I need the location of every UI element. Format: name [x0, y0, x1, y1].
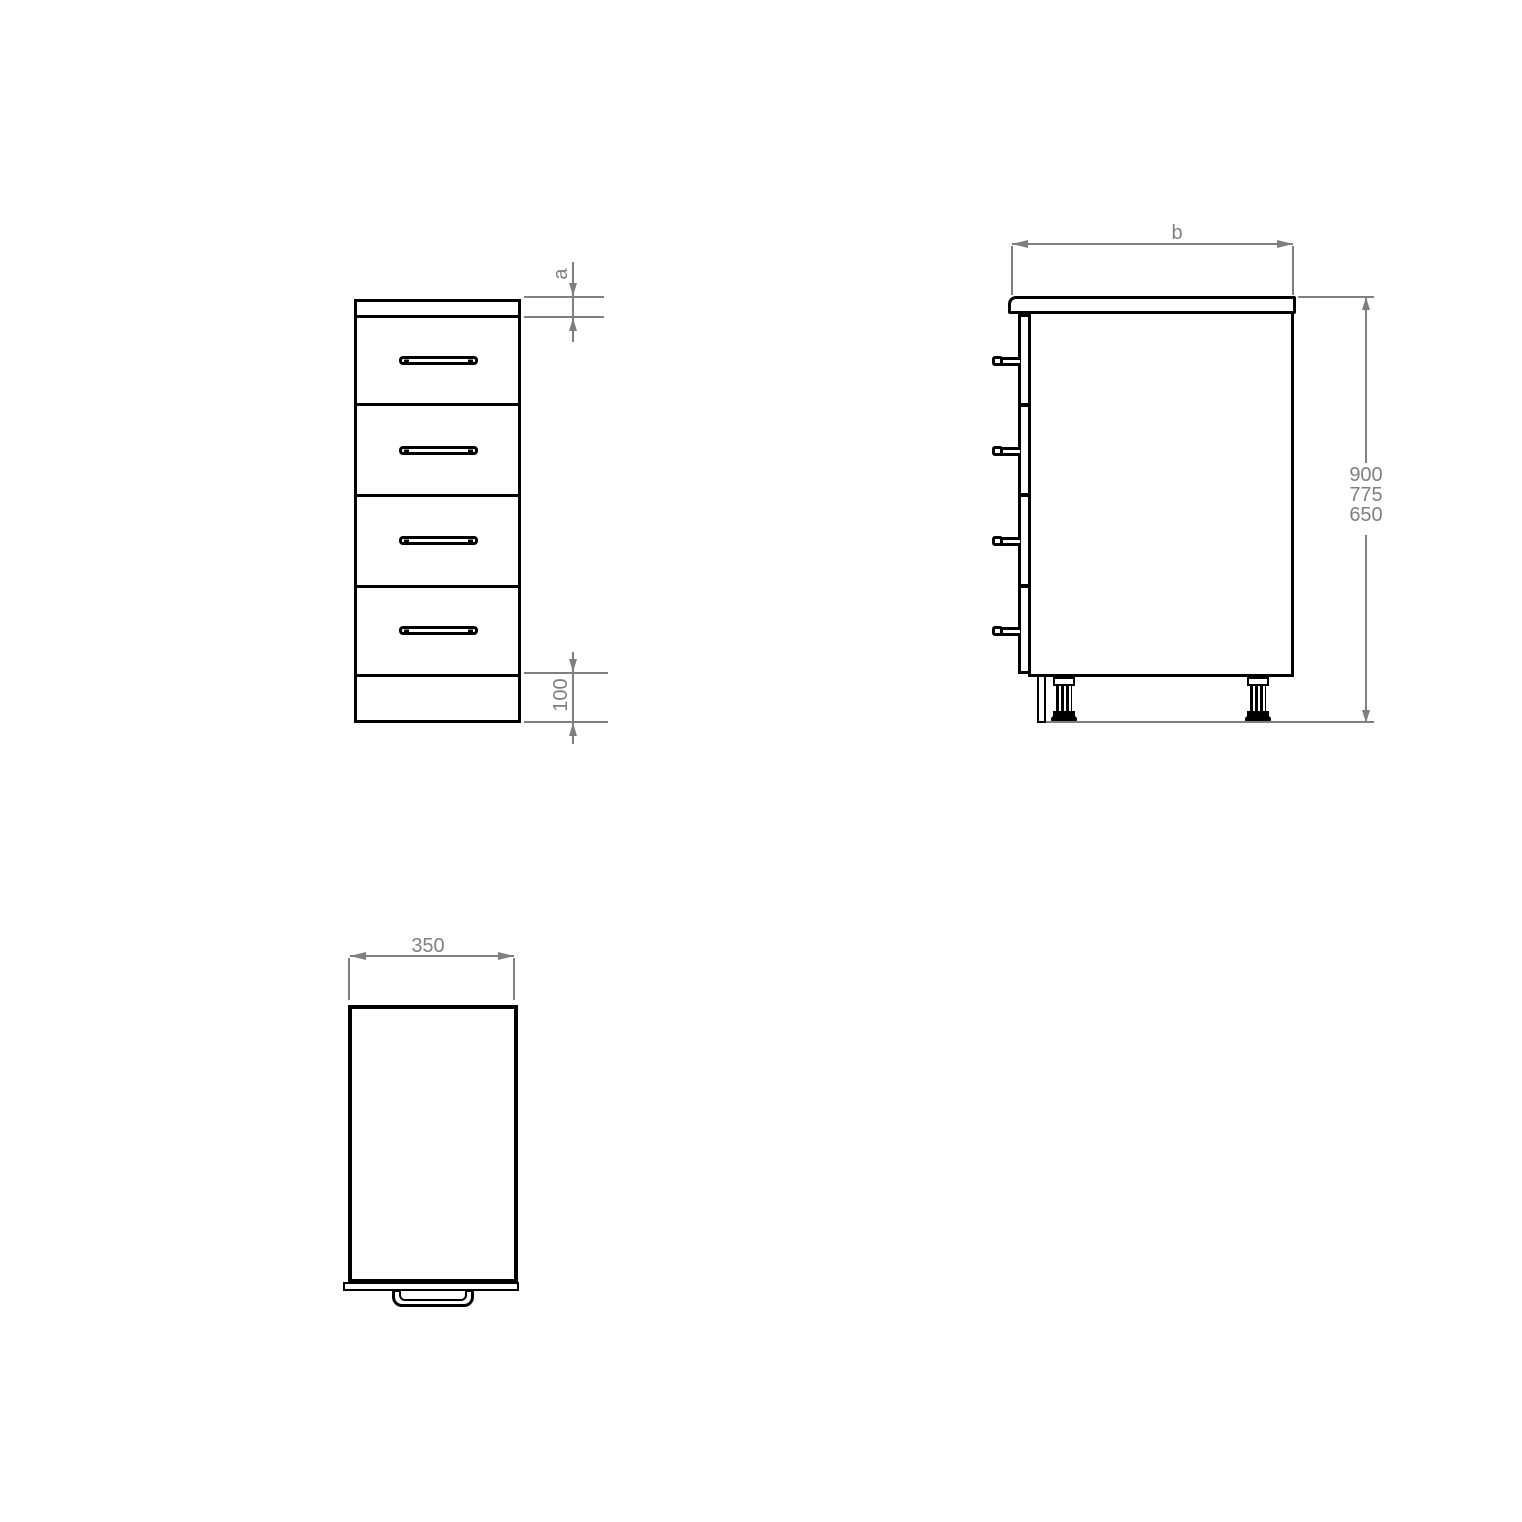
extension-line — [524, 672, 608, 674]
leg-column — [1250, 686, 1266, 711]
dim-label-cabinet-heights: 900 775 650 — [1349, 465, 1382, 525]
arrowhead-up-icon — [569, 318, 577, 331]
handle-knob — [992, 536, 1003, 546]
drawer-handle — [399, 626, 478, 635]
dim-label-plinth-height: 100 — [550, 678, 572, 712]
arrowhead-up-icon — [1362, 297, 1370, 310]
arrowhead-up-icon — [569, 723, 577, 736]
height-option: 650 — [1349, 504, 1383, 526]
dimension-line — [350, 955, 514, 957]
leg-pad — [1051, 716, 1077, 723]
drawer-front-edge — [343, 1282, 519, 1291]
leg-plate — [1053, 677, 1075, 686]
dimension-line — [572, 652, 574, 744]
dimension-line — [1012, 243, 1293, 245]
handle-knob — [992, 356, 1003, 366]
handle-inner-profile — [399, 1289, 467, 1301]
extension-line — [513, 958, 515, 1000]
cabinet-outline — [354, 299, 521, 723]
arrowhead-down-icon — [569, 283, 577, 296]
extension-line — [524, 316, 604, 318]
extension-line — [524, 296, 604, 298]
worktop-divider-line — [357, 315, 518, 318]
dim-label-worktop-thickness: a — [550, 268, 572, 280]
drawer-divider-line — [357, 403, 518, 406]
leg-pad — [1245, 716, 1271, 723]
extension-line — [348, 958, 350, 1000]
dim-label-cabinet-depth: b — [1171, 222, 1183, 244]
leg-plate — [1247, 677, 1269, 686]
drawer-divider-line — [357, 494, 518, 497]
extension-line — [1292, 246, 1294, 295]
extension-line — [1011, 246, 1013, 295]
handle-stem — [1000, 627, 1020, 636]
leg-column — [1056, 686, 1072, 711]
handle-stem — [1000, 537, 1020, 546]
arrowhead-right-icon — [1277, 240, 1293, 248]
extension-line — [524, 721, 608, 723]
leg-foot — [1247, 711, 1269, 717]
cabinet-back-line — [1291, 314, 1294, 674]
height-option: 775 — [1349, 484, 1383, 506]
drawer-front-joint-line — [1018, 493, 1031, 497]
drawer-handle — [399, 536, 478, 545]
leg-foot — [1053, 711, 1075, 717]
handle-stem — [1000, 447, 1020, 456]
arrowhead-down-icon — [569, 659, 577, 672]
dimension-line — [572, 262, 574, 342]
drawer-front-joint-line — [1018, 584, 1031, 588]
worktop-outline — [348, 1005, 518, 1283]
arrowhead-left-icon — [350, 952, 366, 960]
extension-line — [1298, 296, 1374, 298]
worktop-profile — [1008, 296, 1296, 314]
drawer-divider-line — [357, 585, 518, 588]
drawer-handle — [399, 356, 478, 365]
dimension-line — [1365, 535, 1367, 721]
height-option: 900 — [1349, 464, 1383, 486]
drawer-handle — [399, 446, 478, 455]
dimension-line — [1365, 298, 1367, 463]
cabinet-bottom-line — [1028, 674, 1294, 677]
floor-line — [1046, 721, 1374, 723]
arrowhead-right-icon — [498, 952, 514, 960]
plinth-divider-line — [357, 674, 518, 677]
plinth-board — [1037, 675, 1046, 723]
arrowhead-down-icon — [1362, 710, 1370, 723]
handle-knob — [992, 446, 1003, 456]
drawer-front-joint-line — [1018, 403, 1031, 407]
dim-label-cabinet-width: 350 — [411, 935, 445, 957]
handle-knob — [992, 626, 1003, 636]
handle-stem — [1000, 357, 1020, 366]
arrowhead-left-icon — [1012, 240, 1028, 248]
